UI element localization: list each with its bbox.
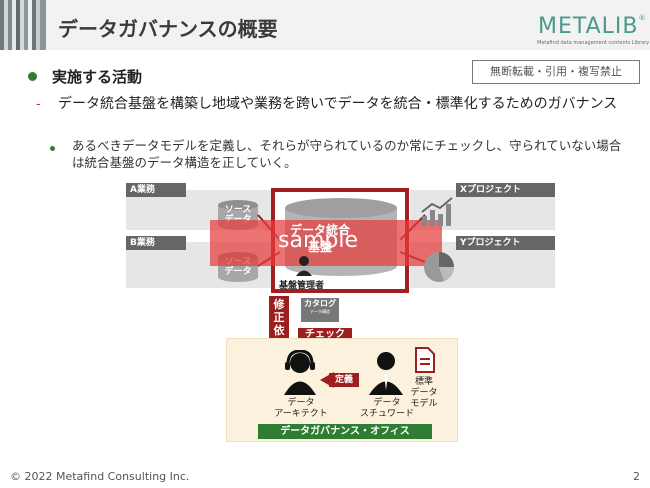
business-a-label: A業務 — [126, 183, 186, 197]
steward-label: データ スチュワード — [359, 398, 414, 419]
catalog-box: カタログ データ構造 — [301, 298, 339, 322]
project-y-label: Yプロジェクト — [456, 236, 555, 250]
page-number: 2 — [633, 470, 640, 483]
admin-person-icon — [296, 256, 312, 276]
architect-headset-icon — [284, 350, 316, 395]
sample-watermark-bar — [210, 220, 442, 266]
metalib-logo: METALIB® — [538, 14, 647, 39]
admin-label: 基盤管理者 — [279, 281, 325, 291]
header-band — [0, 0, 650, 50]
architect-label: データ アーキテクト — [274, 398, 328, 419]
project-x-label: Xプロジェクト — [456, 183, 555, 197]
data-hub-label-line1: データ統合 — [290, 223, 351, 237]
steward-person-icon — [369, 352, 403, 395]
page-title: データガバナンスの概要 — [58, 17, 278, 41]
footer-copyright: © 2022 Metafind Consulting Inc. — [10, 470, 190, 483]
bookshelf-photo — [0, 0, 46, 50]
define-tag: 定義 — [329, 373, 359, 387]
bullet-level2: データ統合基盤を構築し地域や業務を跨いでデータを統合・標準化するためのガバナンス — [58, 96, 618, 112]
business-b-label: B業務 — [126, 236, 186, 250]
copyright-notice-box: 無断転載・引用・複写禁止 — [472, 60, 640, 84]
standard-model-label: 標準 データ モデル — [410, 377, 438, 409]
governance-office-label: データガバナンス・オフィス — [258, 424, 432, 439]
logo-subtitle: Metafind data management contents Librar… — [537, 40, 650, 46]
logo-text: METALIB — [538, 14, 639, 39]
dash-marker-icon: - — [36, 97, 41, 112]
document-icon — [415, 347, 435, 373]
bullet-dot-icon — [28, 72, 37, 81]
data-hub-label: データ統合基盤 — [290, 221, 350, 255]
bullet-dot-small-icon — [50, 146, 55, 151]
data-hub-label-line2: 基盤 — [308, 240, 333, 254]
bullet-level1: 実施する活動 — [52, 68, 143, 86]
catalog-label: カタログ — [304, 299, 336, 308]
bar-chart-icon — [421, 197, 453, 226]
logo-registered-mark: ® — [638, 14, 647, 22]
sample-watermark-text: sample — [278, 228, 358, 253]
catalog-sublabel: データ構造 — [310, 309, 330, 314]
bullet-level3: あるべきデータモデルを定義し、それらが守られているのか常にチェックし、守られてい… — [72, 138, 622, 170]
pie-chart-icon — [424, 252, 454, 282]
